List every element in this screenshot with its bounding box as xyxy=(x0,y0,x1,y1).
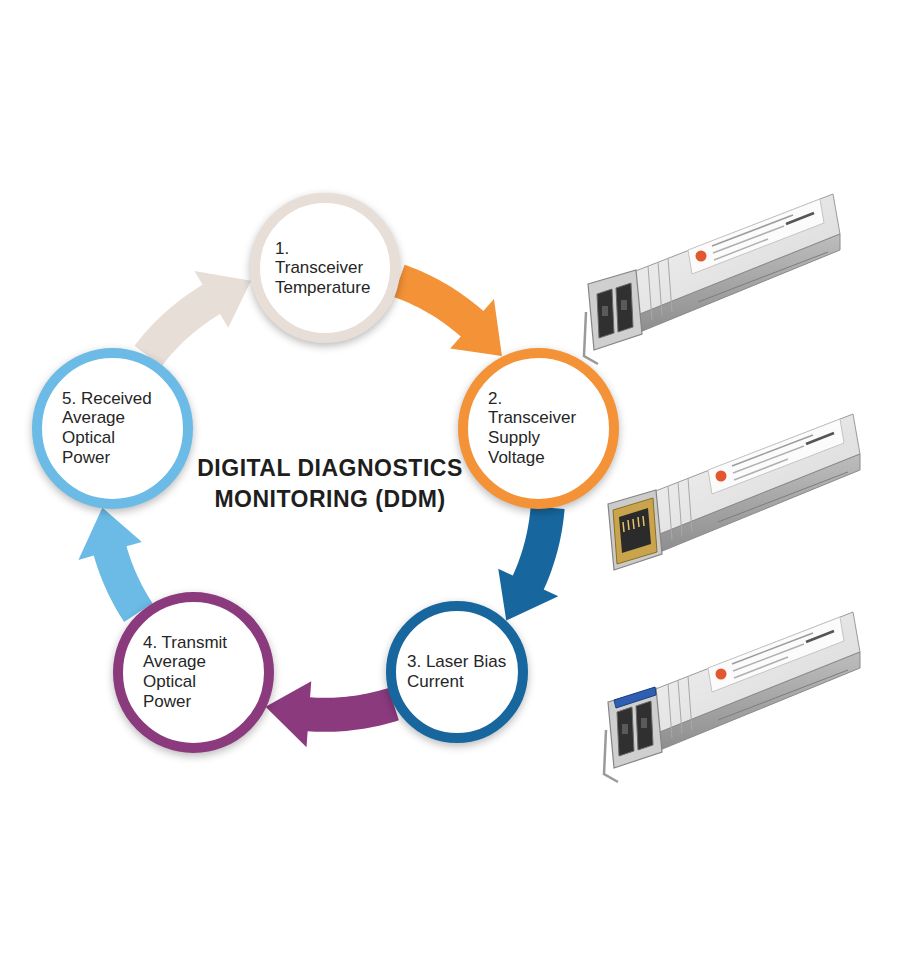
metric-text-block: 3. Laser Bias Current xyxy=(407,652,507,691)
metric-text-block: 5. Received Average Optical Power xyxy=(62,389,162,467)
metric-text-block: 1. Transceiver Temperature xyxy=(275,239,375,298)
metric-text-block: 2. Transceiver Supply Voltage xyxy=(488,389,588,467)
metric-label: 4. Transmit Average Optical Power xyxy=(143,633,243,711)
metric-label: 3. Laser Bias Current xyxy=(407,652,507,691)
diagram-title-box: DIGITAL DIAGNOSTICS MONITORING (DDM) xyxy=(185,453,475,515)
metric-text-block: 4. Transmit Average Optical Power xyxy=(143,633,243,711)
metric-circle: 1. Transceiver Temperature xyxy=(250,193,400,343)
metric-label: 2. Transceiver Supply Voltage xyxy=(488,389,588,467)
metric-label: 5. Received Average Optical Power xyxy=(62,389,162,467)
diagram-title: DIGITAL DIAGNOSTICS MONITORING (DDM) xyxy=(185,453,475,515)
metric-circle: 3. Laser Bias Current xyxy=(386,601,528,743)
sfp-module xyxy=(584,194,840,364)
cycle-arrow xyxy=(393,265,502,356)
cycle-arrow xyxy=(135,271,252,366)
metric-circle: 5. Received Average Optical Power xyxy=(32,348,193,509)
cycle-arrow xyxy=(266,681,399,747)
metric-circle: 4. Transmit Average Optical Power xyxy=(113,592,274,753)
sfp-rj45-module xyxy=(608,414,860,570)
sfp-module xyxy=(604,612,860,782)
cycle-arrow xyxy=(78,508,152,622)
metric-label: 1. Transceiver Temperature xyxy=(275,239,375,298)
metric-circle: 2. Transceiver Supply Voltage xyxy=(458,348,619,509)
cycle-arrow xyxy=(498,506,564,620)
